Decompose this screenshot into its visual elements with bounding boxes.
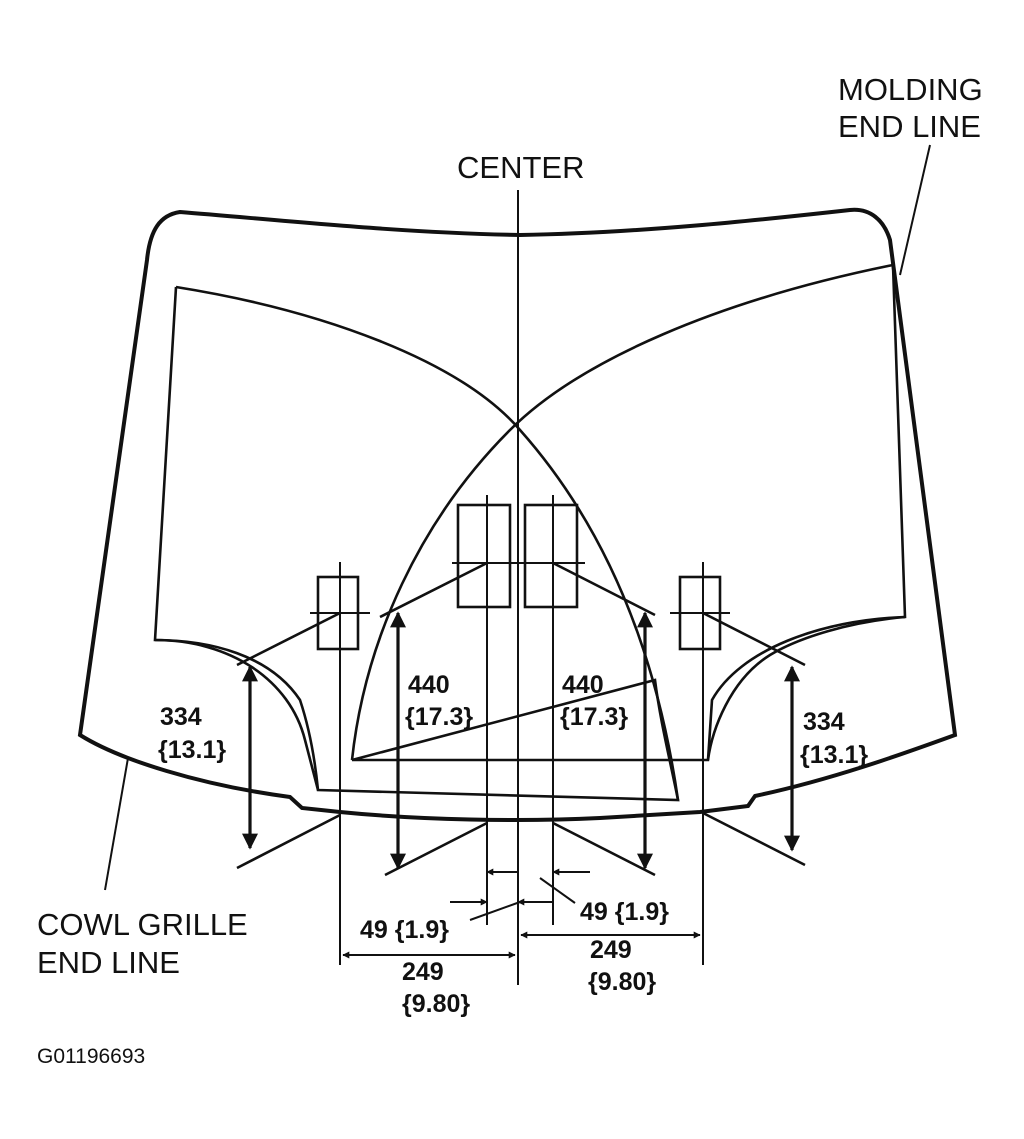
left-inner-height-in: {17.3} [405,703,473,731]
right-inner-height-in: {17.3} [560,703,628,731]
cowl-label-line1: COWL GRILLE [37,907,248,942]
right-offset-leader-line [539,877,576,904]
left-inner-pivot-box [456,503,512,609]
right-inner-pivot-box [523,503,579,609]
left-outer-height-in: {13.1} [158,736,226,764]
cowl-label-line2: END LINE [37,945,180,980]
windshield-outer-outline [77,207,958,822]
figure-code: G01196693 [37,1045,145,1068]
molding-label-line1: MOLDING [838,72,983,107]
right-span-mm: 249 [590,936,632,964]
left-offset-label: 49 {1.9} [360,916,449,944]
right-outer-height-mm: 334 [803,708,845,736]
right-offset-label: 49 {1.9} [580,898,669,926]
pivot-crosshairs [310,495,730,965]
center-offset-arrows [450,868,590,906]
left-span-in: {9.80} [402,990,470,1018]
windshield-inner-outline [153,264,907,802]
left-inner-height-mm: 440 [408,671,450,699]
right-lower-arc [706,615,906,761]
left-outer-height-mm: 334 [160,703,202,731]
left-span-mm: 249 [402,958,444,986]
molding-leader-line [899,144,931,276]
right-outer-height-in: {13.1} [800,741,868,769]
center-label: CENTER [457,150,584,185]
left-offset-leader-line [469,901,521,921]
right-span-in: {9.80} [588,968,656,996]
right-wiper-sweep-arc [350,263,894,761]
right-inner-height-mm: 440 [562,671,604,699]
cowl-leader-line [104,757,129,891]
molding-label-line2: END LINE [838,109,981,144]
